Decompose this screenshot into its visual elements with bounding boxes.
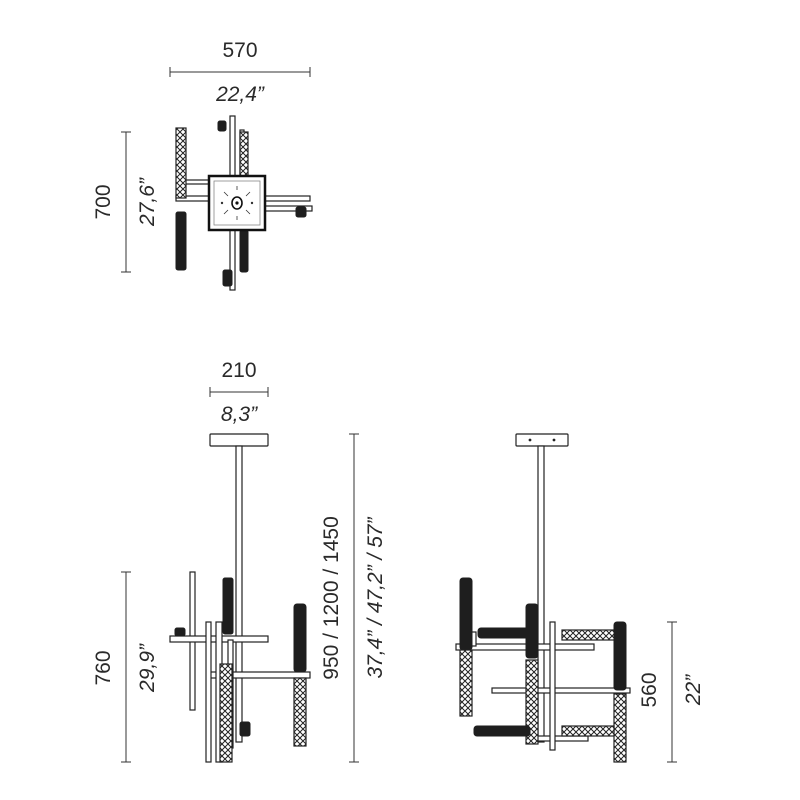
top-depth-mm-label: 700 bbox=[92, 184, 115, 219]
top-width-inch-label: 22,4” bbox=[215, 83, 265, 106]
front-body-height-inch-label: 29,9” bbox=[136, 643, 159, 693]
front-shade-mesh-center bbox=[219, 663, 233, 763]
front-canopy bbox=[209, 433, 269, 447]
top-view: 570 22,4” 700 27,6” bbox=[92, 39, 313, 291]
side-shade-dark-left bbox=[459, 577, 473, 651]
front-canopy-inch-label: 8,3” bbox=[221, 403, 258, 426]
side-crossbar-upper bbox=[455, 643, 595, 651]
side-shade-dark-bottom bbox=[473, 725, 531, 737]
side-body-height-inch-label: 22” bbox=[682, 674, 705, 706]
front-stem bbox=[235, 445, 243, 743]
top-shade-mesh-left bbox=[175, 127, 187, 199]
side-stem bbox=[537, 445, 545, 743]
side-body-height-mm-label: 560 bbox=[638, 672, 661, 707]
side-shade-dark-right bbox=[613, 621, 627, 691]
side-canopy bbox=[515, 433, 569, 447]
front-total-height-mm-label: 950 / 1200 / 1450 bbox=[320, 516, 343, 679]
front-canopy-mm-label: 210 bbox=[221, 359, 256, 382]
front-total-height-inch-label: 37,4” / 47,2” / 57” bbox=[364, 516, 387, 678]
top-shade-dark-left bbox=[175, 211, 187, 271]
top-depth-inch-label: 27,6” bbox=[136, 177, 159, 227]
front-shade-dark-top bbox=[222, 577, 234, 635]
front-view: 210 8,3” 760 29,9” 950 / 1200 / 1450 37,… bbox=[92, 359, 387, 763]
side-view: 560 22” bbox=[455, 433, 705, 763]
side-shade-mesh-center bbox=[525, 659, 539, 745]
top-width-mm-label: 570 bbox=[222, 39, 257, 62]
side-crossbar-middle bbox=[491, 687, 631, 694]
side-shade-mesh-left bbox=[459, 649, 473, 717]
top-shade-mesh-upper bbox=[239, 131, 249, 181]
side-shade-mesh-right bbox=[613, 693, 627, 763]
side-crossbar-lower bbox=[531, 735, 589, 742]
side-shade-mesh-top-right bbox=[561, 629, 619, 641]
front-shade-mesh-right bbox=[293, 677, 307, 747]
front-body-height-mm-label: 760 bbox=[92, 650, 115, 685]
side-shade-dark-center bbox=[525, 603, 539, 659]
front-shade-dark-right bbox=[293, 603, 307, 673]
side-shade-mesh-bottom bbox=[561, 725, 615, 737]
